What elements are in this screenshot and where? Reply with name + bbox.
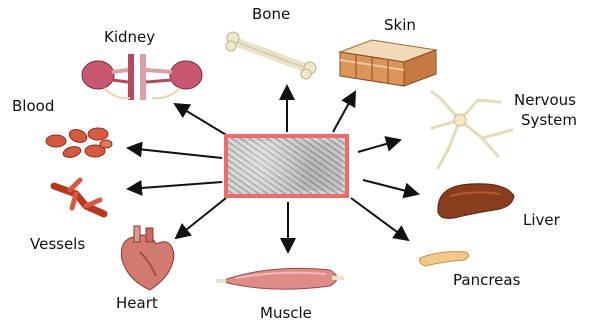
bone-icon <box>226 32 316 79</box>
label-skin: Skin <box>384 17 416 34</box>
label-heart: Heart <box>116 295 158 312</box>
label-liver: Liver <box>523 212 560 229</box>
pancreas-icon <box>420 252 469 266</box>
liver-icon <box>438 184 514 219</box>
muscle-icon <box>216 268 344 289</box>
label-nervous-line1: Nervous <box>514 92 576 109</box>
nerve-cell-icon <box>432 92 512 168</box>
kidney-icon <box>82 54 202 100</box>
label-kidney: Kidney <box>104 29 155 46</box>
skin-icon <box>340 40 436 86</box>
label-vessels: Vessels <box>30 236 85 253</box>
label-muscle: Muscle <box>260 305 312 322</box>
blood-cells-icon <box>46 127 112 159</box>
label-bone: Bone <box>252 6 290 23</box>
heart-icon <box>121 226 174 290</box>
label-nervous-line2: System <box>521 112 577 129</box>
label-blood: Blood <box>12 98 54 115</box>
vessels-icon <box>54 180 104 214</box>
label-pancreas: Pancreas <box>453 272 520 289</box>
